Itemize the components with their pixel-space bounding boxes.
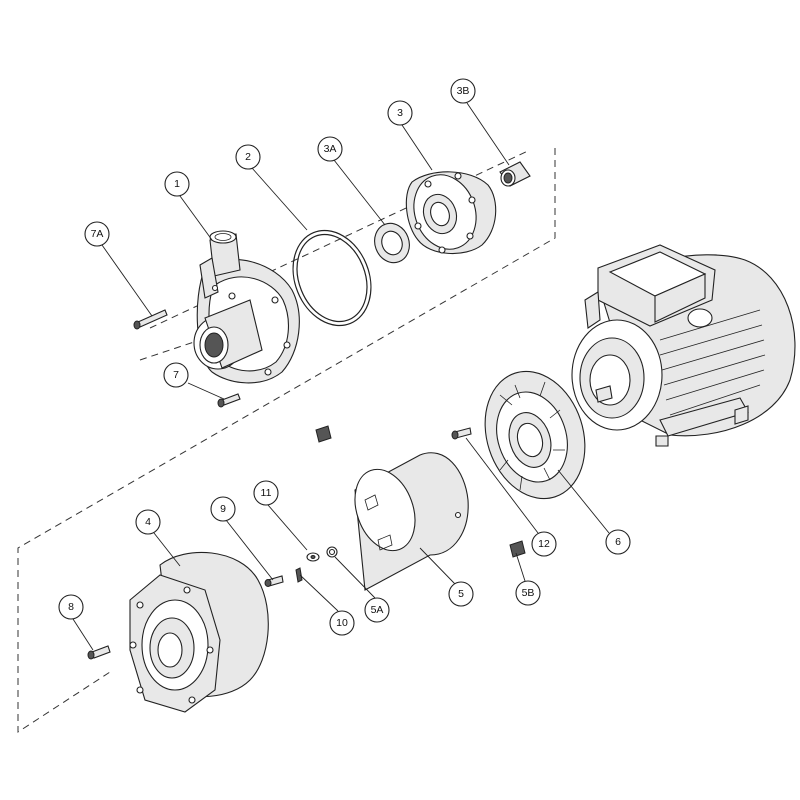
part-3b-bushing — [499, 161, 531, 187]
callout-1: 1 — [164, 171, 190, 197]
callout-label: 1 — [174, 178, 180, 190]
part-7-screw — [217, 393, 241, 408]
part-5-coupling-sleeve — [354, 452, 469, 591]
part-10-screw — [295, 567, 303, 583]
part-9-screw — [264, 575, 284, 587]
part-2-o-ring — [292, 229, 372, 327]
callout-label: 4 — [145, 516, 151, 528]
callout-label: 6 — [615, 536, 621, 548]
callout-label: 9 — [220, 503, 226, 515]
callout-3b: 3B — [450, 78, 476, 104]
callout-label: 8 — [68, 601, 74, 613]
part-3a-seal-ring — [374, 222, 410, 264]
callout-label: 5A — [371, 604, 384, 616]
callout-9: 9 — [210, 496, 236, 522]
callout-7: 7 — [163, 362, 189, 388]
callout-label: 11 — [261, 487, 272, 499]
callout-label: 12 — [538, 538, 550, 550]
callout-4: 4 — [135, 509, 161, 535]
part-1-volute-casing — [193, 230, 300, 384]
leader-lines — [72, 102, 610, 651]
callout-label: 5 — [458, 588, 464, 600]
callout-label: 10 — [336, 617, 348, 629]
callout-5a: 5A — [364, 597, 390, 623]
callout-label: 5B — [522, 587, 535, 599]
part-11-washer — [306, 552, 320, 562]
callout-11: 11 — [253, 480, 279, 506]
part-7a-long-screw — [133, 309, 168, 330]
callout-7a: 7A — [84, 221, 110, 247]
part-5a-ring — [326, 546, 338, 558]
callout-label: 2 — [245, 151, 251, 163]
callout-6: 6 — [605, 529, 631, 555]
callout-2: 2 — [235, 144, 261, 170]
callout-5b: 5B — [515, 580, 541, 606]
motor-body — [571, 244, 796, 447]
part-3-bracket-flange — [405, 171, 497, 255]
callout-3a: 3A — [317, 136, 343, 162]
callout-label: 7A — [91, 228, 104, 240]
callout-5: 5 — [448, 581, 474, 607]
callout-3: 3 — [387, 100, 413, 126]
part-6-adapter-plate — [484, 370, 586, 500]
part-12-screw — [451, 427, 472, 440]
part-8-screw — [87, 645, 111, 660]
callout-8: 8 — [58, 594, 84, 620]
callout-label: 7 — [173, 369, 179, 381]
part-5b-set-screw — [509, 540, 526, 558]
grub-screw-upper — [315, 425, 332, 443]
callout-12: 12 — [531, 531, 557, 557]
callout-10: 10 — [329, 610, 355, 636]
callout-label: 3 — [397, 107, 403, 119]
part-4-pump-housing — [129, 551, 269, 713]
callout-label: 3B — [457, 85, 470, 97]
callout-label: 3A — [324, 143, 337, 155]
